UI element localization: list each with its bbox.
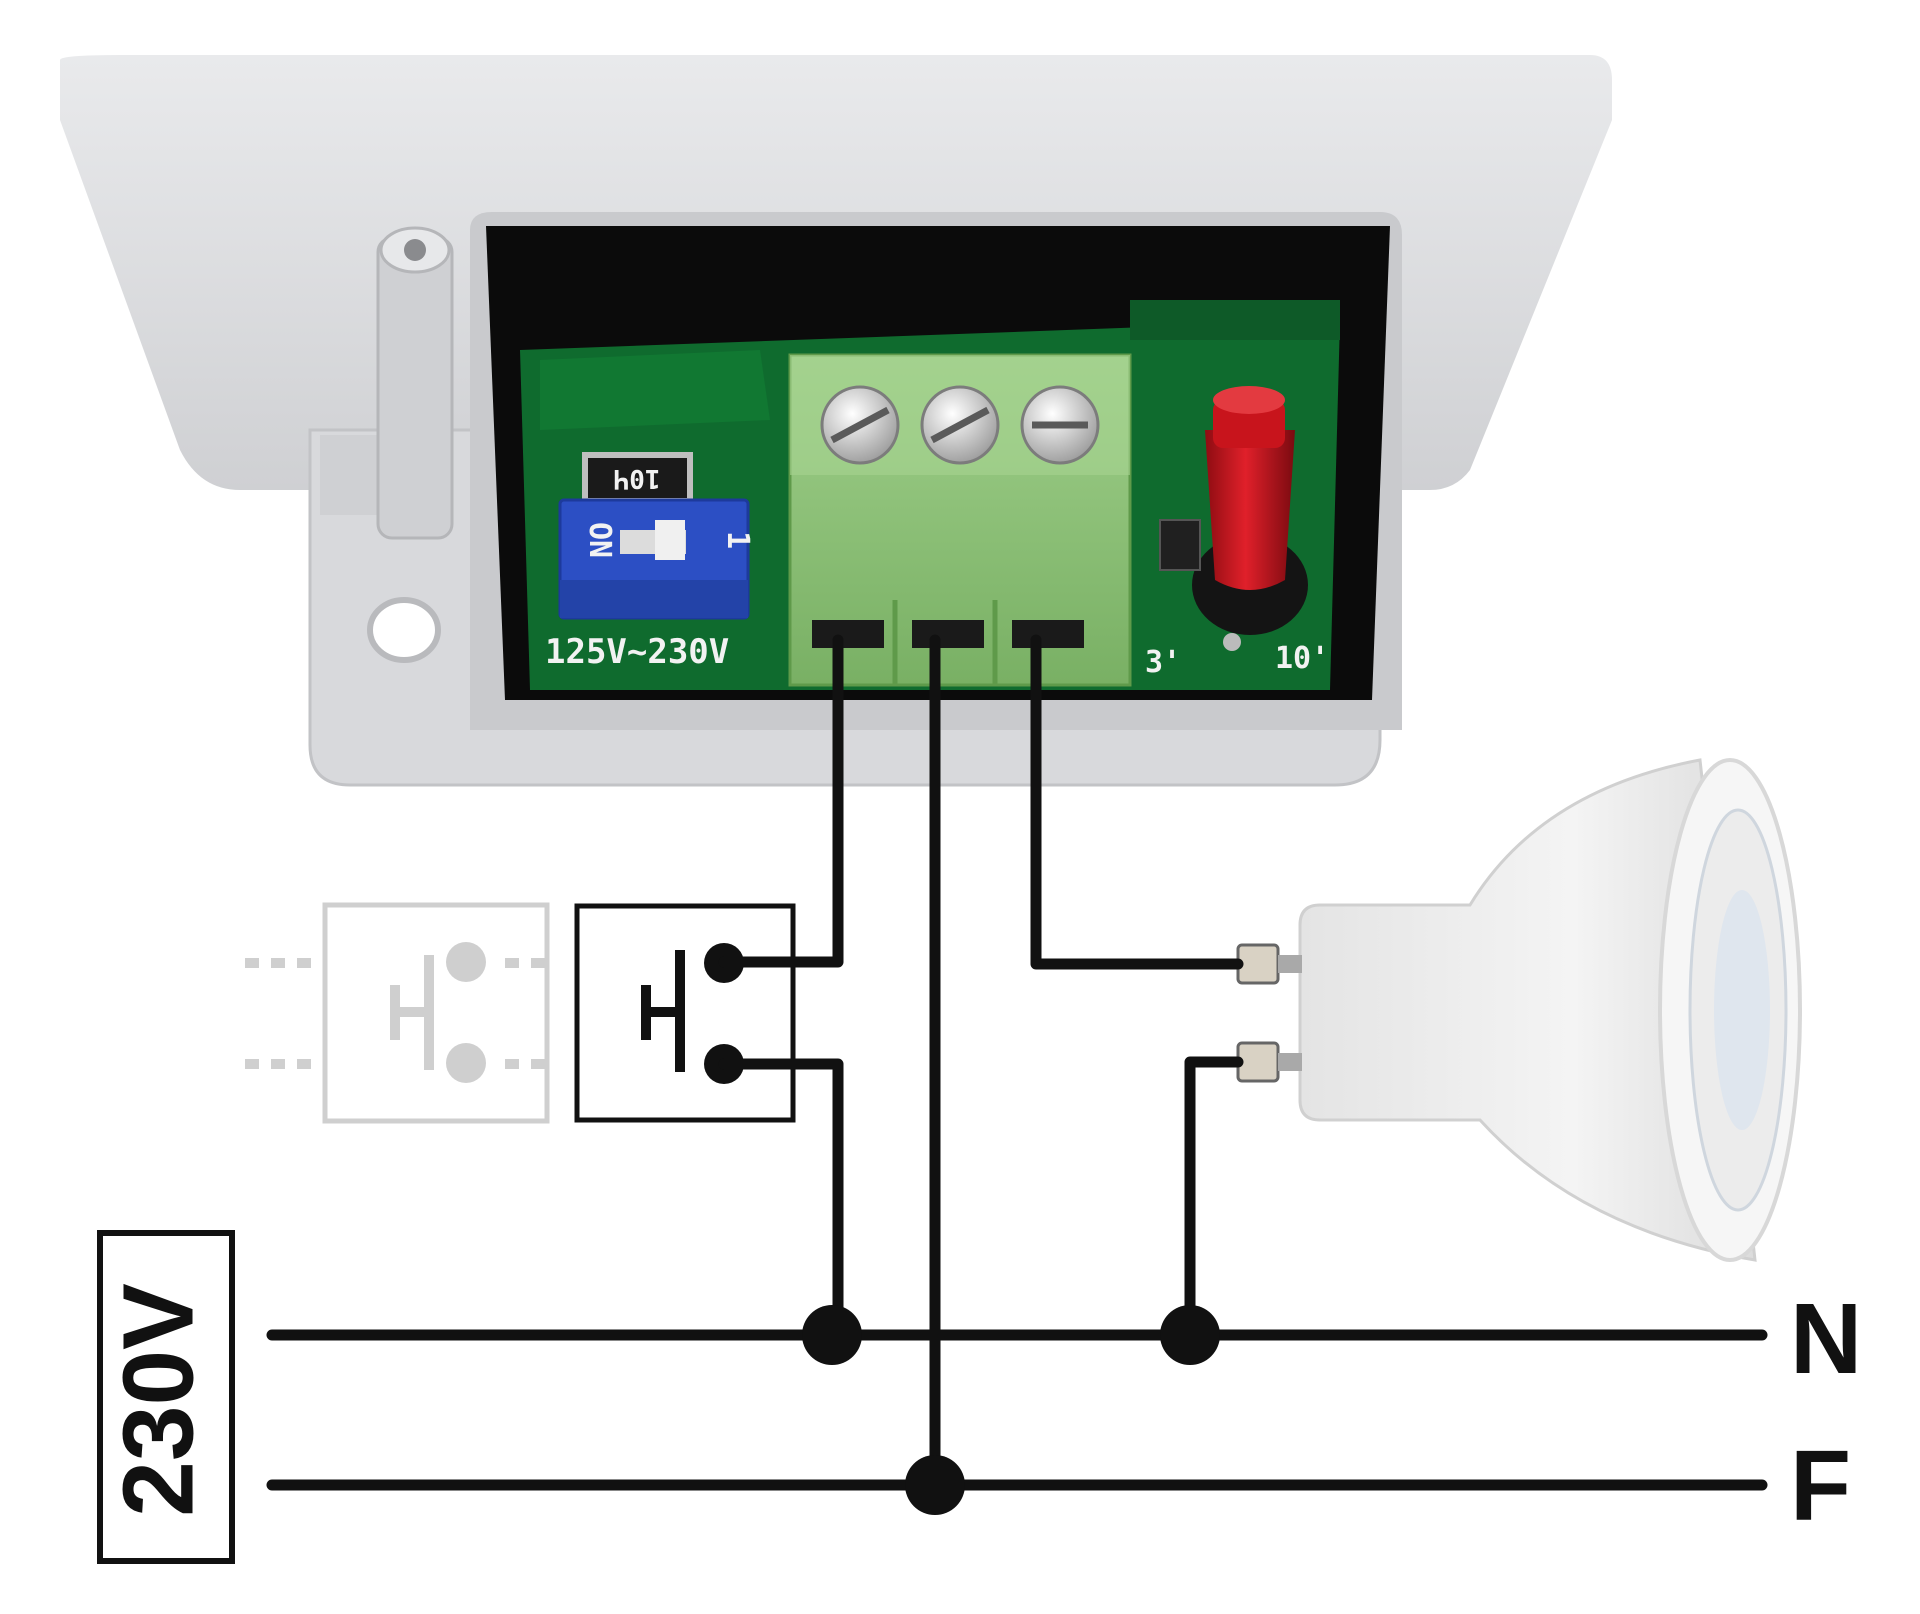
wires	[266, 634, 1768, 1491]
dip-position-label: 1	[720, 531, 755, 549]
standoff-post	[376, 226, 454, 540]
mains-voltage-label: 230V	[102, 1283, 214, 1517]
timer-min-label: 3'	[1145, 645, 1181, 680]
junction-neutral-lamp	[1160, 1305, 1220, 1365]
timer-potentiometer[interactable]: 3' 10'	[1145, 386, 1329, 680]
timer-max-label: 10'	[1275, 641, 1329, 676]
mounting-hole	[367, 597, 441, 663]
push-button	[574, 903, 796, 1123]
phase-label: F	[1790, 1430, 1851, 1542]
junction-phase	[905, 1455, 965, 1515]
bulb-pin-1	[1236, 943, 1280, 985]
terminal-slot-3	[1012, 620, 1084, 648]
terminal-slot-2	[912, 620, 984, 648]
neutral-label: N	[1790, 1283, 1862, 1395]
dip-toggle-knob[interactable]	[655, 520, 685, 560]
mains-voltage-box: 230V	[97, 1230, 235, 1564]
smd-resistor: 10Ч	[582, 452, 693, 504]
optional-push-button	[245, 902, 550, 1124]
gu10-led-bulb	[1236, 758, 1802, 1262]
bulb-pin-2	[1236, 1041, 1280, 1083]
resistor-code-label: 10Ч	[614, 463, 661, 493]
dip-switch[interactable]: ON 1	[558, 498, 755, 620]
junction-neutral-switch	[802, 1305, 862, 1365]
terminal-block	[788, 353, 1132, 687]
dip-on-label: ON	[582, 522, 617, 558]
voltage-range-label: 125V~230V	[545, 632, 729, 672]
terminal-slot-1	[812, 620, 884, 648]
